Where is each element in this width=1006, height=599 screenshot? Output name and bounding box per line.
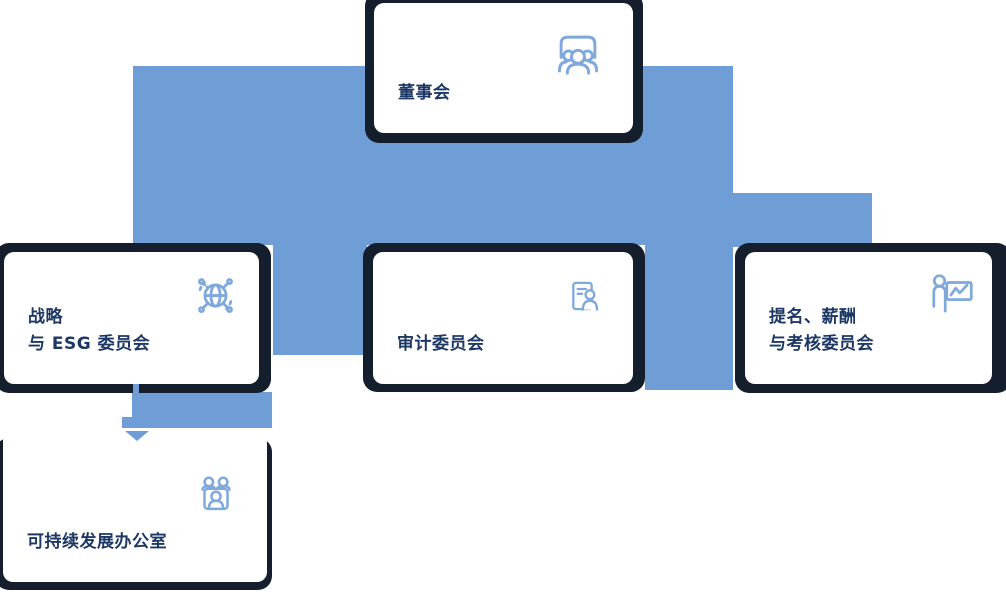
globe-network-icon	[190, 269, 241, 320]
connector-office-arrowhead-icon	[125, 431, 149, 441]
connector-office-lip	[122, 417, 133, 428]
org-node-nomination-label: 提名、薪酬 与考核委员会	[769, 307, 874, 354]
org-node-nomination: 提名、薪酬 与考核委员会	[745, 252, 992, 384]
board-meeting-icon	[551, 27, 605, 81]
connector-right-arm	[733, 193, 872, 247]
org-node-audit: 审计委员会	[373, 252, 633, 384]
connector-office-stem	[133, 383, 139, 393]
presenter-chart-icon	[927, 271, 977, 321]
org-node-board-label: 董事会	[398, 83, 451, 103]
org-node-audit-label: 审计委员会	[397, 334, 485, 354]
connector-left-drop	[273, 245, 367, 355]
audit-report-icon	[565, 275, 607, 317]
team-people-icon	[193, 471, 239, 517]
connector-right-drop	[645, 245, 733, 390]
org-node-sustainability-label: 可持续发展办公室	[27, 532, 167, 552]
org-node-sustainability: 可持续发展办公室	[3, 431, 267, 582]
org-node-strategy-esg-label: 战略 与 ESG 委员会	[28, 307, 151, 354]
org-node-strategy-esg: 战略 与 ESG 委员会	[4, 252, 259, 384]
connector-office-band	[132, 392, 272, 428]
org-node-board: 董事会	[374, 3, 633, 133]
